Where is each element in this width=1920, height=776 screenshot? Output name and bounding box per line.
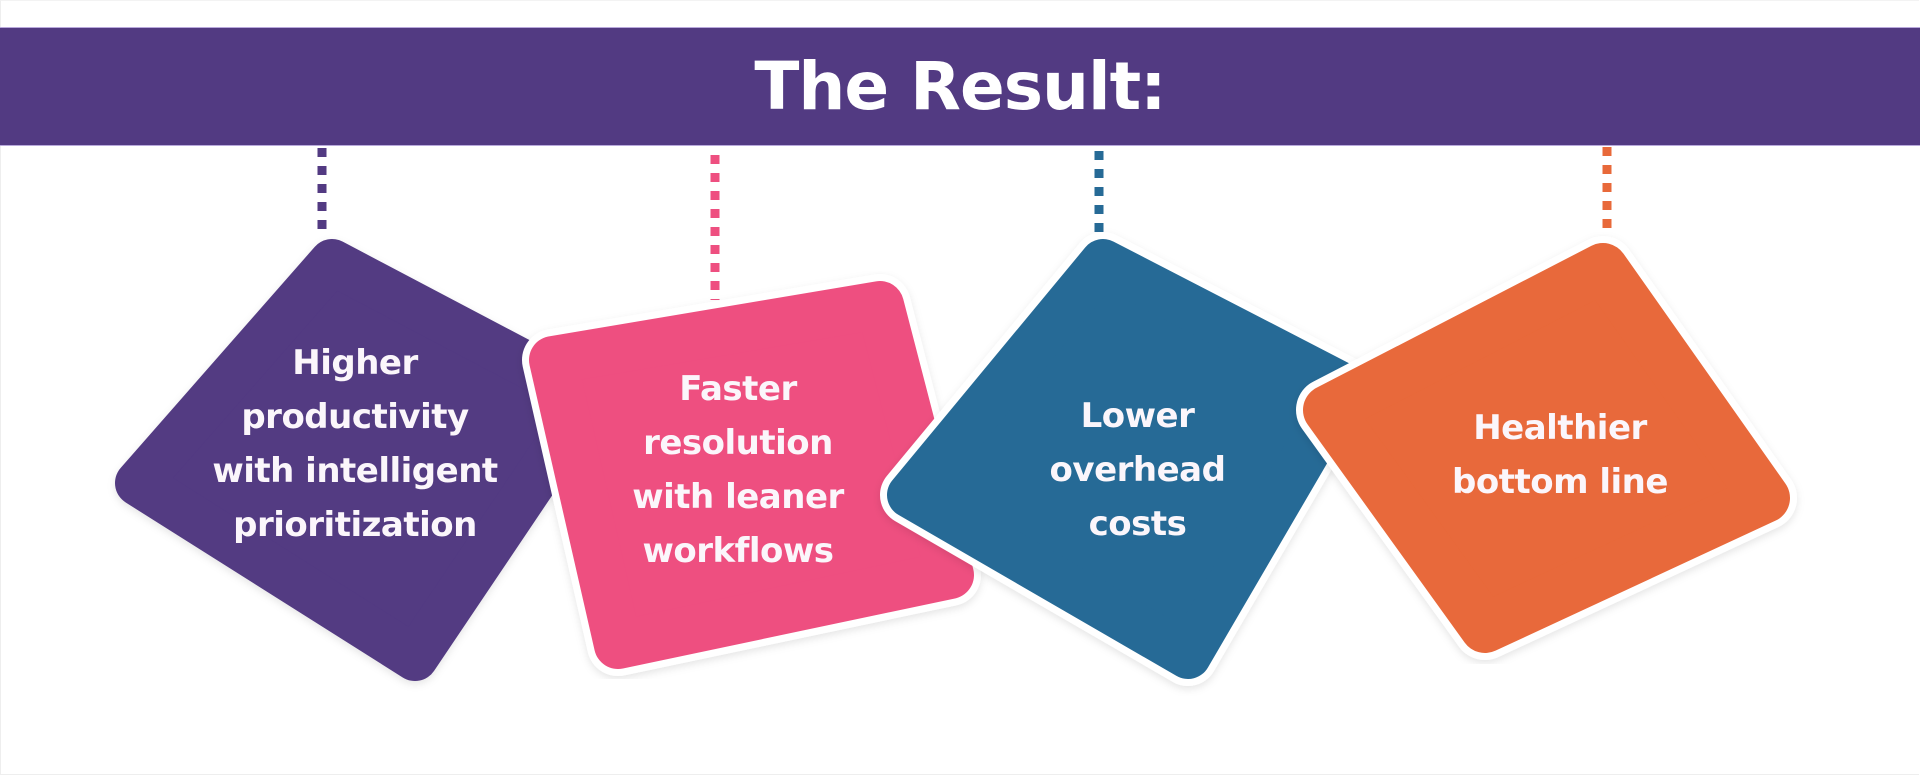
result-line: costs [1088,504,1187,544]
result-line: workflows [642,531,834,571]
result-line: overhead [1049,450,1226,490]
result-label-bottom-line: Healthier bottom line [1420,401,1700,509]
result-line: with intelligent [212,451,498,491]
result-line: resolution [643,423,833,463]
header-banner: The Result: [0,27,1920,146]
result-line: bottom line [1452,462,1668,502]
result-shape-overhead [880,232,1375,686]
result-line: Healthier [1473,408,1647,448]
result-shape-productivity [115,239,613,681]
result-label-overhead: Lower overhead costs [1000,389,1275,551]
result-shape-resolution [522,274,981,676]
result-line: with leaner [632,477,844,517]
page-title: The Result: [754,47,1166,125]
result-line: prioritization [233,505,477,545]
result-line: productivity [241,397,469,437]
result-line: Faster [679,369,797,409]
result-line: Higher [292,343,418,383]
result-label-resolution: Faster resolution with leaner workflows [598,362,878,578]
result-shape-bottom-line [1296,236,1797,660]
result-line: Lower [1080,396,1195,436]
result-label-productivity: Higher productivity with intelligent pri… [195,336,515,552]
